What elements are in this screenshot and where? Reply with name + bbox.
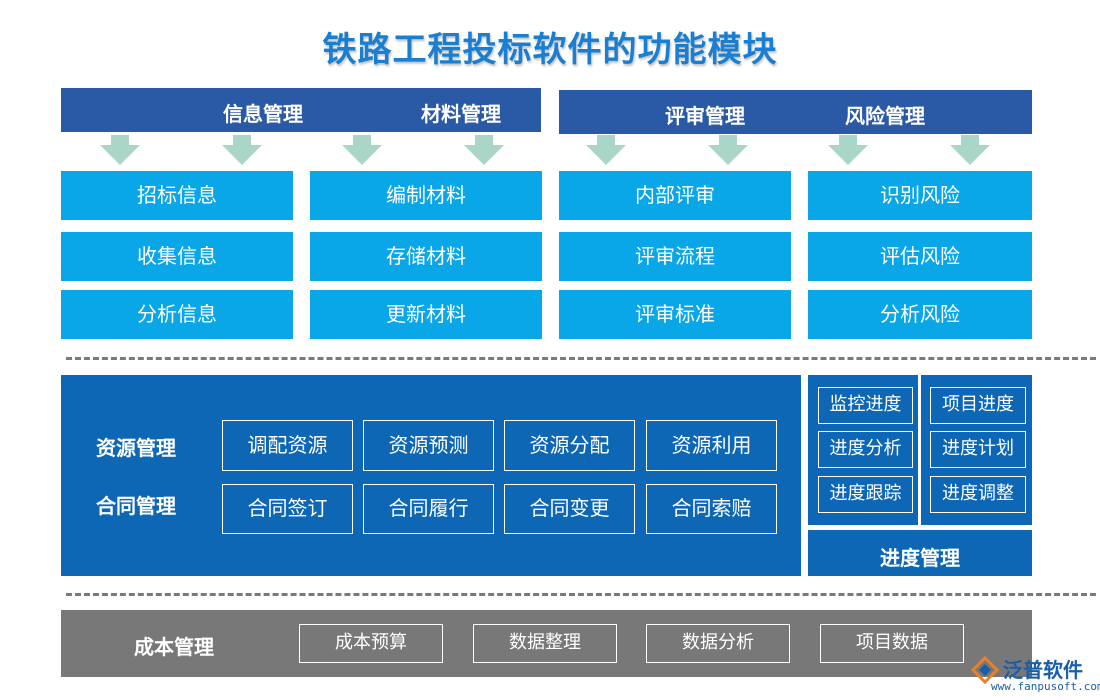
progress-panel-right [921,375,1032,525]
logo-name: 泛普软件 [1003,658,1083,682]
label-cost-management: 成本管理 [134,635,214,659]
box-analyze-info: 分析信息 [61,290,293,339]
box-tender-info: 招标信息 [61,171,293,220]
box-compile-material: 编制材料 [310,171,542,220]
arrow-down-icon [708,135,748,165]
box-data-organize: 数据整理 [473,624,617,663]
box-assess-risk: 评估风险 [808,232,1032,281]
box-contract-signing: 合同签订 [222,484,353,534]
box-monitor-progress: 监控进度 [818,387,913,424]
box-progress-adjustment: 进度调整 [930,476,1026,513]
progress-panel-left [808,375,918,525]
progress-management-bar [808,530,1032,576]
box-review-process: 评审流程 [559,232,791,281]
header-review-management: 评审管理 [665,104,745,128]
box-cost-budget: 成本预算 [299,624,443,663]
arrow-down-icon [342,135,382,165]
divider [66,593,1096,596]
header-bar-right: 评审管理 风险管理 [559,90,1032,134]
arrow-down-icon [222,135,262,165]
label-progress-management: 进度管理 [880,546,960,570]
page-title: 铁路工程投标软件的功能模块 [322,30,778,70]
box-contract-change: 合同变更 [504,484,635,534]
box-data-analysis: 数据分析 [646,624,790,663]
box-contract-performance: 合同履行 [363,484,494,534]
box-update-material: 更新材料 [310,290,542,339]
label-contract-management: 合同管理 [96,494,176,518]
box-collect-info: 收集信息 [61,232,293,281]
arrow-down-icon [100,135,140,165]
box-resource-utilization: 资源利用 [646,420,777,471]
box-identify-risk: 识别风险 [808,171,1032,220]
box-allocate-resources: 调配资源 [222,420,353,471]
arrow-down-icon [464,135,504,165]
cost-panel [61,610,1032,677]
box-resource-forecast: 资源预测 [363,420,494,471]
box-resource-distribution: 资源分配 [504,420,635,471]
box-internal-review: 内部评审 [559,171,791,220]
box-progress-analysis: 进度分析 [818,431,913,468]
logo-icon [970,655,1000,684]
header-material-management: 材料管理 [421,102,501,126]
box-progress-tracking: 进度跟踪 [818,476,913,513]
arrow-down-icon [586,135,626,165]
label-resource-management: 资源管理 [96,436,176,460]
box-review-standard: 评审标准 [559,290,791,339]
arrow-down-icon [950,135,990,165]
arrow-down-icon [828,135,868,165]
logo-url: www.fanpusoft.com [991,680,1100,693]
header-info-management: 信息管理 [223,102,303,126]
brand-logo: 泛普软件 www.fanpusoft.com [965,650,1100,696]
box-contract-claim: 合同索赔 [646,484,777,534]
box-project-data: 项目数据 [820,624,964,663]
box-project-progress: 项目进度 [930,387,1026,424]
box-progress-plan: 进度计划 [930,431,1026,468]
divider [66,357,1096,360]
header-risk-management: 风险管理 [845,104,925,128]
box-store-material: 存储材料 [310,232,542,281]
box-analyze-risk: 分析风险 [808,290,1032,339]
header-bar-left: 信息管理 材料管理 [61,88,541,132]
resource-contract-panel [61,375,801,576]
